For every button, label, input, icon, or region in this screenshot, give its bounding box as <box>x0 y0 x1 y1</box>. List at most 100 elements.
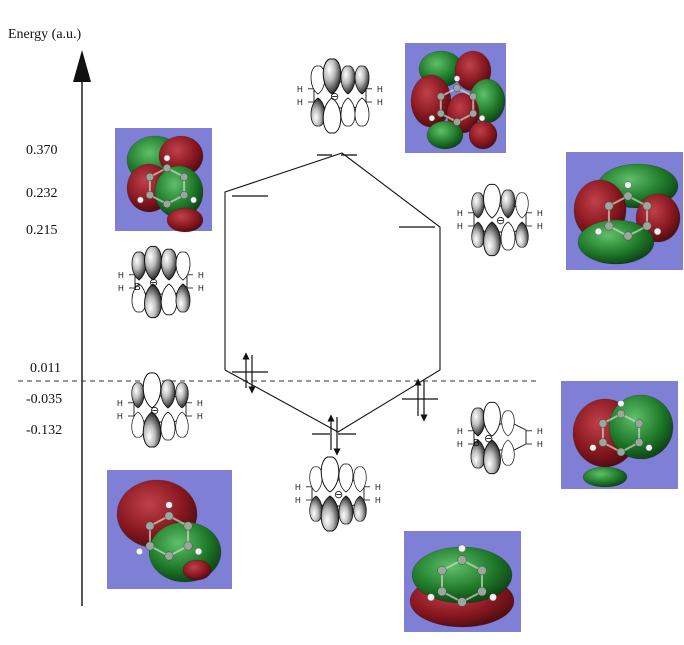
energy-axis-arrow-icon <box>73 50 91 82</box>
negative-charge-icon: ⊖ <box>149 276 158 289</box>
hydrogen-atom <box>427 593 435 602</box>
carbon-atom <box>437 586 447 597</box>
carbon-atom <box>604 201 614 211</box>
p-lobe-upper-icon <box>175 251 191 281</box>
hydrogen-label: H <box>377 98 383 107</box>
orbital-lobe-red <box>468 120 498 150</box>
p-lobe-upper-icon <box>320 456 340 493</box>
carbon-atom <box>437 565 447 576</box>
hydrogen-atom <box>589 444 597 452</box>
hydrogen-atom <box>458 544 466 553</box>
energy-levels <box>232 154 438 435</box>
hydrogen-atom <box>617 400 625 408</box>
carbon-atom <box>162 163 172 173</box>
p-lobe-upper-icon <box>470 407 486 437</box>
p-lobe-upper-icon <box>142 372 162 409</box>
orbital-lobe-green <box>577 219 655 265</box>
carbon-atom <box>453 84 461 92</box>
p-lobe-lower-icon <box>320 495 340 532</box>
hydrogen-label: H <box>295 496 301 505</box>
energy-axis-title: Energy (a.u.) <box>8 27 82 42</box>
orbital-lobe-red <box>182 559 212 581</box>
carbon-atom <box>598 419 608 428</box>
hydrogen-label: H <box>297 98 303 107</box>
orbital-lobe-green <box>582 466 628 488</box>
hydrogen-label: H <box>198 271 204 280</box>
p-lobe-upper-icon <box>340 65 356 95</box>
hydrogen-label: H <box>118 271 124 280</box>
energy-label-0011: 0.011 <box>30 361 61 376</box>
hydrogen-atom <box>194 547 203 556</box>
p-lobe-lower-icon <box>142 411 162 448</box>
carbon-atom <box>598 438 608 447</box>
carbon-atom <box>634 438 644 447</box>
hydrogen-atom <box>653 227 662 236</box>
p-lobe-upper-icon <box>483 401 501 437</box>
orbital-image-right-upper <box>566 152 683 270</box>
hydrogen-label: H <box>377 85 383 94</box>
negative-charge-icon: ⊖ <box>334 488 343 501</box>
p-lobe-lower-icon <box>144 283 162 319</box>
carbon-atom <box>477 586 487 597</box>
boron-atom-label: B <box>134 282 141 293</box>
hydrogen-atom <box>163 154 171 162</box>
hydrogen-label: H <box>197 412 203 421</box>
carbon-atom <box>180 190 189 200</box>
hydrogen-atom <box>137 196 144 204</box>
carbon-atom <box>623 191 633 201</box>
carbon-atom <box>183 541 193 551</box>
carbon-atom <box>183 521 193 531</box>
p-lobe-lower-icon <box>483 221 501 257</box>
p-lobe-upper-icon <box>131 251 147 281</box>
carbon-atom <box>164 511 174 521</box>
carbon-atom <box>436 92 445 101</box>
correlation-outline <box>224 152 441 433</box>
carbon-atom <box>453 118 461 126</box>
hydrogen-label: H <box>457 427 463 436</box>
hydrogen-label: H <box>375 496 381 505</box>
hydrogen-atom <box>478 115 486 122</box>
p-lobe-upper-icon <box>160 379 176 409</box>
hydrogen-label: H <box>297 85 303 94</box>
electron-spins <box>242 352 428 456</box>
negative-charge-icon: ⊖ <box>150 404 159 417</box>
hydrogen-atom <box>489 593 497 602</box>
hydrogen-atom <box>453 75 461 82</box>
energy-label-0215: 0.215 <box>26 223 58 238</box>
energy-label-0370: 0.370 <box>26 143 58 158</box>
carbon-atom <box>642 221 652 231</box>
carbon-atom <box>616 447 626 457</box>
p-lobe-upper-icon <box>483 183 501 219</box>
hydrogen-label: H <box>198 284 204 293</box>
hydrogen-atom <box>165 501 173 509</box>
carbon-atom <box>634 419 644 428</box>
carbon-atom <box>642 201 652 211</box>
carbon-atom <box>162 199 172 209</box>
carbon-atom <box>604 221 614 231</box>
negative-charge-icon: ⊖ <box>496 214 505 227</box>
carbon-atom <box>145 541 155 551</box>
p-lobe-upper-icon <box>322 58 342 95</box>
boron-atom-label: B <box>473 438 480 449</box>
carbon-atom <box>469 92 478 101</box>
orbital-renders <box>107 43 683 632</box>
hydrogen-label: H <box>117 412 123 421</box>
hydrogen-atom <box>190 196 197 204</box>
p-lobe-lower-icon <box>322 97 342 134</box>
carbon-atom <box>469 109 478 118</box>
carbon-atom <box>623 231 633 241</box>
hydrogen-label: H <box>197 399 203 408</box>
energy-label-m0132: -0.132 <box>26 423 62 438</box>
p-lobe-upper-icon <box>160 248 178 281</box>
hydrogen-label: H <box>537 222 543 231</box>
carbon-atom <box>436 109 445 118</box>
orbital-lobe-red <box>166 207 204 233</box>
